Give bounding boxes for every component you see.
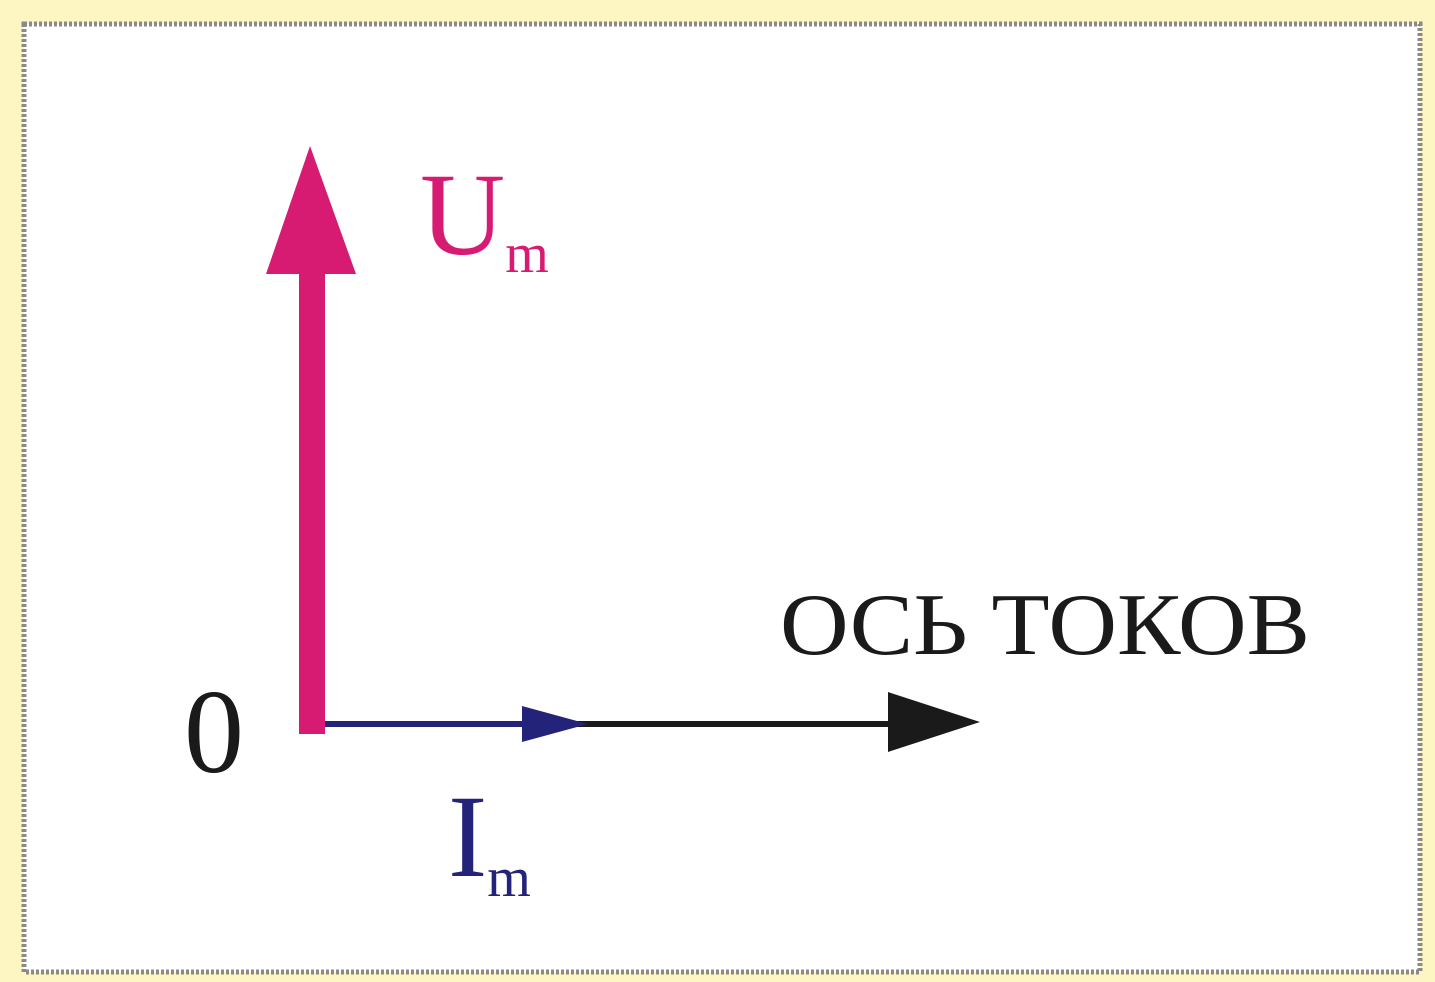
current-axis-label: ОСЬ ТОКОВ [780,577,1310,674]
diagram-frame [21,21,1423,975]
current-symbol: I [448,771,487,902]
current-subscript: m [487,847,531,909]
origin-label: 0 [184,665,244,798]
current-vector-arrowhead [522,706,588,742]
voltage-vector-arrowhead [266,146,356,274]
current-vector-label: Im [448,771,531,909]
voltage-symbol: U [420,149,505,280]
voltage-subscript: m [505,223,549,285]
voltage-vector-label: Um [420,149,549,285]
current-axis-arrowhead [888,692,980,752]
